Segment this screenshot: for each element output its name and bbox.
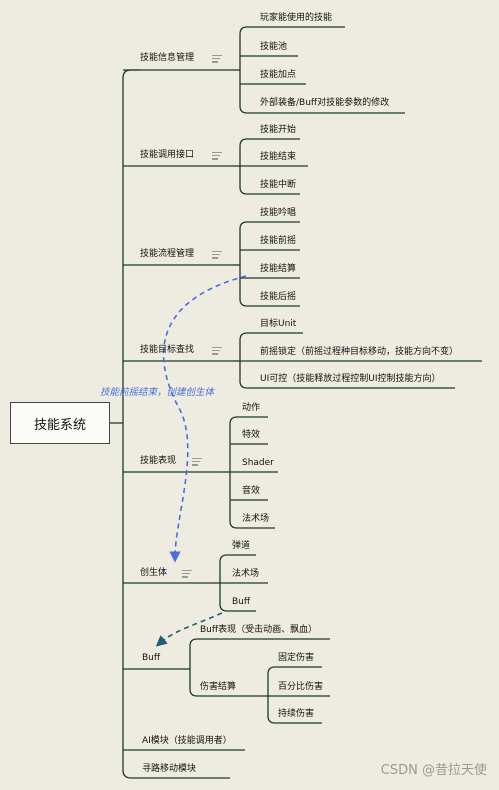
leaf-skill-flow-4[interactable]: 技能后摇 — [260, 292, 297, 302]
relation-label: 技能前摇结束，创建创生体 — [100, 387, 215, 398]
branch-skill-api[interactable]: 技能调用接口 — [140, 150, 195, 160]
leaf-creature-2[interactable]: 法术场 — [232, 569, 260, 579]
note-icon — [192, 458, 202, 466]
leaf-perform-4[interactable]: 音效 — [242, 486, 261, 496]
relation-arrow-forward — [162, 275, 247, 563]
leaf-target-3[interactable]: UI可控（技能释放过程控制UI控制技能方向） — [260, 374, 441, 384]
relation-arrow-buff — [155, 612, 223, 647]
leaf-skill-info-3[interactable]: 技能加点 — [260, 70, 297, 80]
branch-creature[interactable]: 创生体 — [140, 568, 168, 578]
leaf-target-2[interactable]: 前摇锁定（前摇过程种目标移动，技能方向不变） — [260, 347, 459, 357]
branch-perform[interactable]: 技能表现 — [140, 456, 177, 466]
watermark: CSDN @昔拉天使 — [380, 763, 487, 778]
note-icon — [212, 152, 222, 160]
leaf-skill-flow-3[interactable]: 技能结算 — [260, 264, 297, 274]
branch-skill-info[interactable]: 技能信息管理 — [140, 53, 195, 63]
leaf-damage-1[interactable]: 固定伤害 — [278, 653, 315, 663]
leaf-skill-api-2[interactable]: 技能结束 — [260, 152, 297, 162]
leaf-creature-1[interactable]: 弹道 — [232, 541, 251, 551]
leaf-damage-2[interactable]: 百分比伤害 — [278, 682, 324, 692]
note-icon — [182, 570, 192, 578]
leaf-skill-info-4[interactable]: 外部装备/Buff对技能参数的修改 — [260, 98, 390, 108]
leaf-damage-3[interactable]: 持续伤害 — [278, 709, 315, 719]
leaf-perform-5[interactable]: 法术场 — [242, 514, 270, 524]
branch-target[interactable]: 技能目标查找 — [140, 345, 195, 355]
branch-damage[interactable]: 伤害结算 — [200, 682, 237, 692]
branch-path[interactable]: 寻路移动模块 — [142, 764, 197, 774]
leaf-skill-api-3[interactable]: 技能中断 — [260, 180, 297, 190]
note-icon — [212, 251, 222, 259]
leaf-creature-3[interactable]: Buff — [232, 597, 251, 607]
root-node[interactable]: 技能系统 — [10, 402, 110, 444]
leaf-skill-api-1[interactable]: 技能开始 — [260, 125, 297, 135]
leaf-skill-flow-1[interactable]: 技能吟唱 — [260, 208, 297, 218]
branch-ai[interactable]: AI模块（技能调用者） — [142, 736, 232, 746]
leaf-skill-info-2[interactable]: 技能池 — [260, 42, 288, 52]
leaf-skill-info-1[interactable]: 玩家能使用的技能 — [260, 13, 333, 23]
note-icon — [212, 55, 222, 63]
branch-buff[interactable]: Buff — [142, 653, 161, 663]
branch-skill-flow[interactable]: 技能流程管理 — [140, 249, 195, 259]
leaf-buff-show[interactable]: Buff表现（受击动画、飘血） — [200, 625, 318, 635]
leaf-perform-1[interactable]: 动作 — [242, 403, 261, 413]
leaf-skill-flow-2[interactable]: 技能前摇 — [260, 236, 297, 246]
leaf-perform-2[interactable]: 特效 — [242, 430, 261, 440]
leaf-target-1[interactable]: 目标Unit — [260, 319, 297, 329]
note-icon — [212, 347, 222, 355]
leaf-perform-3[interactable]: Shader — [242, 458, 274, 468]
